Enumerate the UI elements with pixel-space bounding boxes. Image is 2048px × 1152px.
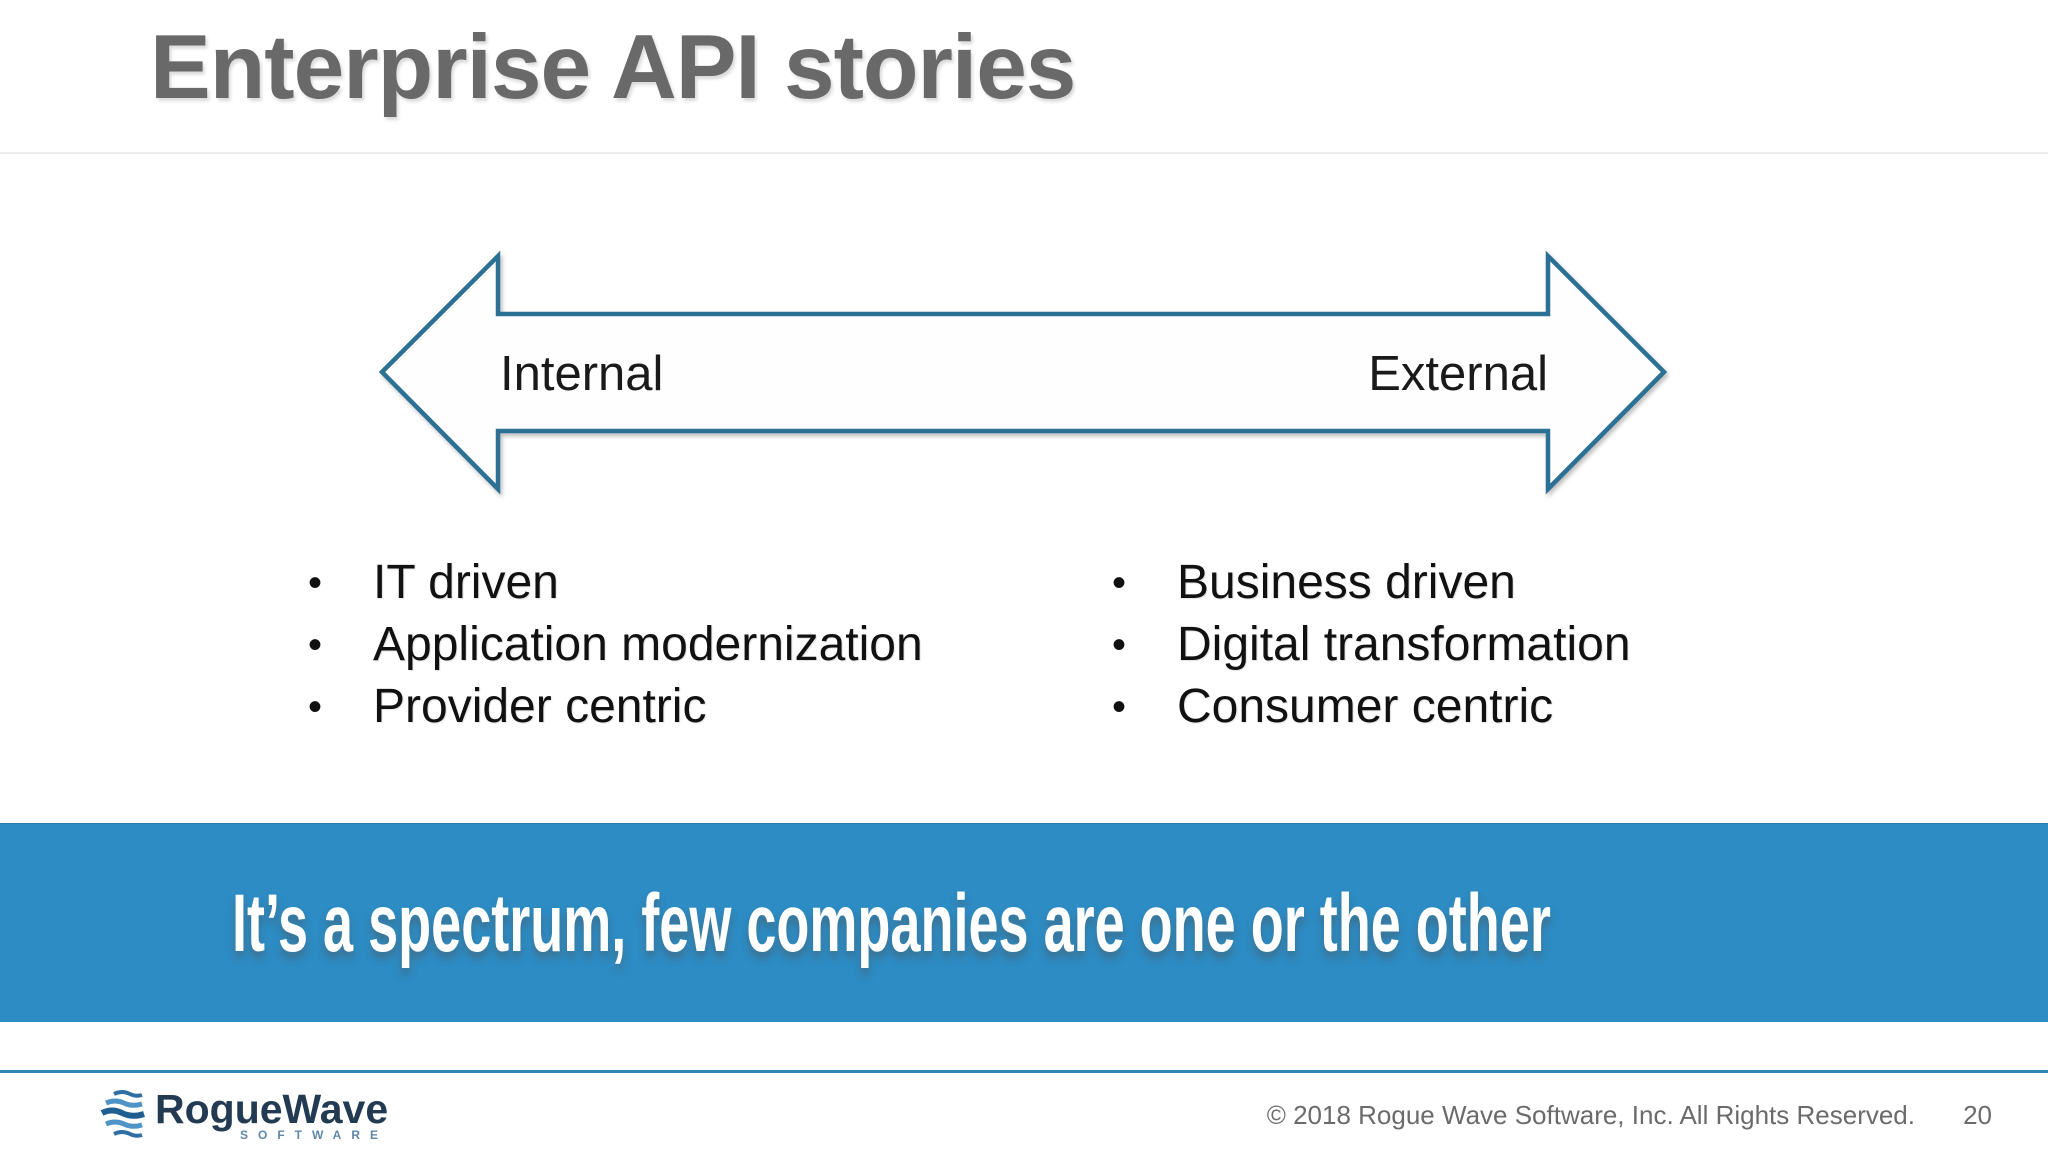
external-bullet-list: • Business driven • Digital transformati… — [1112, 552, 1631, 738]
slide-title: Enterprise API stories — [150, 17, 1076, 118]
list-item-label: Consumer centric — [1177, 680, 1554, 733]
logo-subtext: SOFTWARE — [240, 1128, 388, 1142]
copyright-text: © 2018 Rogue Wave Software, Inc. All Rig… — [1266, 1100, 1915, 1130]
wave-logo-icon — [100, 1090, 145, 1138]
list-item-label: Business driven — [1177, 556, 1516, 609]
list-item-label: Application modernization — [373, 618, 923, 671]
internal-bullet-list: • IT driven • Application modernization … — [308, 552, 923, 738]
bullet-icon: • — [1112, 685, 1127, 729]
bullet-icon: • — [308, 623, 323, 667]
list-item-label: Digital transformation — [1177, 618, 1631, 671]
logo-wordmark: RogueWave — [155, 1086, 389, 1132]
banner-text: It’s a spectrum, few companies are one o… — [232, 877, 1551, 969]
page-number: 20 — [1963, 1100, 1992, 1130]
list-item-label: Provider centric — [373, 680, 707, 733]
title-divider — [0, 152, 2048, 154]
list-item: • IT driven — [308, 552, 923, 614]
list-item-label: IT driven — [373, 556, 559, 609]
bullet-icon: • — [308, 685, 323, 729]
list-item: • Consumer centric — [1112, 676, 1631, 738]
arrow-label-external: External — [1368, 347, 1548, 401]
list-item: • Provider centric — [308, 676, 923, 738]
arrow-label-internal: Internal — [500, 347, 664, 401]
footer-divider — [0, 1070, 2048, 1073]
spectrum-arrow — [378, 250, 1668, 497]
list-item: • Digital transformation — [1112, 614, 1631, 676]
list-item: • Application modernization — [308, 614, 923, 676]
callout-banner: It’s a spectrum, few companies are one o… — [0, 823, 2048, 1022]
bullet-icon: • — [308, 561, 323, 605]
double-headed-arrow-icon — [378, 250, 1668, 495]
bullet-icon: • — [1112, 623, 1127, 667]
list-item: • Business driven — [1112, 552, 1631, 614]
bullet-icon: • — [1112, 561, 1127, 605]
